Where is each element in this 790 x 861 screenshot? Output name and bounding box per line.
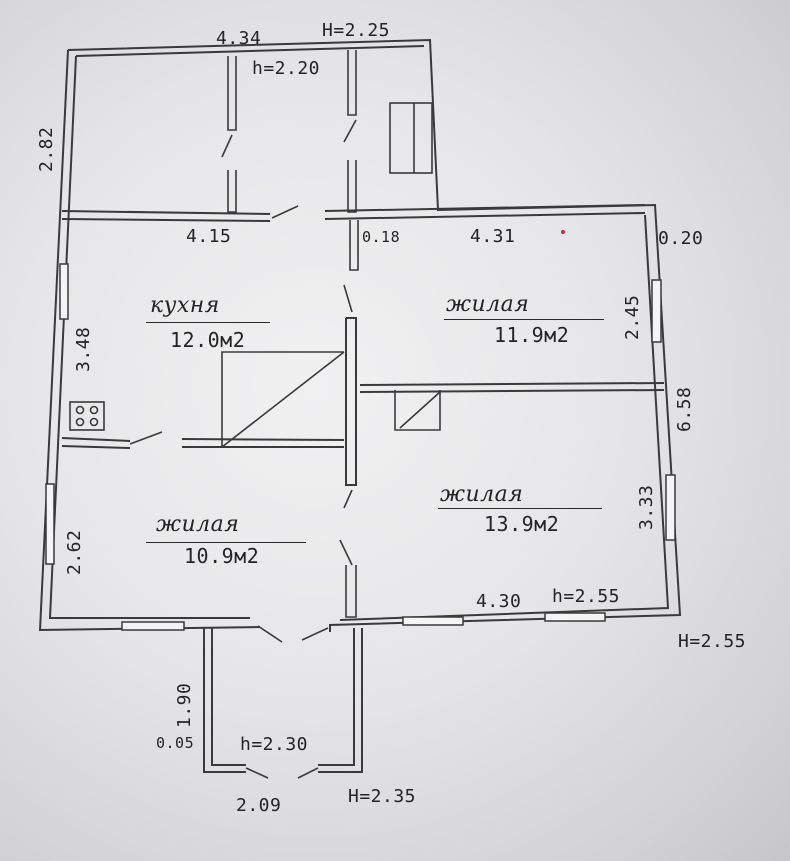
porch-wall (203, 627, 246, 773)
stove-icon (69, 401, 105, 431)
dim-kitchen-side: 3.48 (73, 326, 94, 372)
room-living-bottom-name: жилая (440, 482, 524, 507)
dim-wall-door: 0.18 (362, 228, 401, 246)
dim-kitchen-top: 4.15 (186, 226, 232, 247)
dim-right-lower-side: 3.33 (636, 484, 657, 530)
dim-right-top: 4.31 (470, 226, 516, 247)
room-living-top-area: 11.9м2 (494, 323, 570, 347)
dim-porch-width: 2.09 (236, 795, 282, 816)
dim-porch-wall: 0.05 (156, 734, 195, 752)
dim-right-overall: 6.58 (674, 386, 695, 432)
dim-top-height-outer: H=2.25 (322, 20, 391, 41)
dim-porch-height-inner: h=2.30 (240, 734, 309, 755)
room-kitchen-underline (146, 322, 270, 323)
dim-top-width: 4.34 (216, 28, 262, 49)
partition-wall (61, 210, 271, 215)
dim-right-upper-side: 2.45 (622, 294, 643, 340)
room-living-top-underline (444, 319, 604, 320)
outer-wall (67, 38, 682, 632)
room-living-bottom-area: 13.9м2 (484, 512, 560, 536)
dim-porch-side: 1.90 (174, 682, 195, 728)
left-outer-wall (38, 49, 261, 632)
dim-top-height-inner: h=2.20 (252, 58, 321, 79)
dim-bottom-right-height: h=2.55 (552, 586, 621, 607)
central-wall (345, 317, 357, 486)
dim-right-wall: 0.20 (658, 228, 704, 249)
room-living-left-area: 10.9м2 (184, 544, 260, 568)
dim-left-lower-side: 2.62 (64, 529, 85, 575)
room-living-left-name: жилая (156, 512, 240, 537)
dim-top-side: 2.82 (36, 126, 57, 172)
room-kitchen-name: кухня (150, 293, 220, 318)
room-kitchen-area: 12.0м2 (170, 328, 246, 352)
dim-bottom-right-width: 4.30 (476, 591, 522, 612)
room-living-bottom-underline (438, 508, 602, 509)
dim-porch-height-outer: H=2.35 (348, 786, 417, 807)
room-living-left-underline (146, 542, 306, 543)
room-living-top-name: жилая (446, 292, 530, 317)
dim-outer-height: H=2.55 (678, 631, 747, 652)
